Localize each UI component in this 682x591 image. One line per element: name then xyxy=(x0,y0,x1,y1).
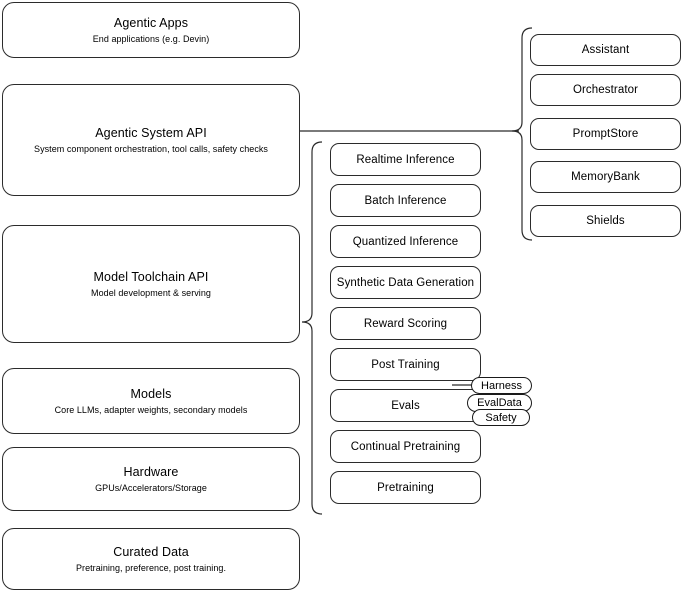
layer-agentic-apps[interactable]: Agentic Apps End applications (e.g. Devi… xyxy=(2,2,300,58)
layer-title: Agentic Apps xyxy=(113,15,189,30)
layer-subtitle: System component orchestration, tool cal… xyxy=(34,143,268,154)
system-components-bracket xyxy=(511,27,533,241)
layer-agentic-system-api[interactable]: Agentic System API System component orch… xyxy=(2,84,300,196)
layer-title: Curated Data xyxy=(113,544,189,559)
component-assistant[interactable]: Assistant xyxy=(530,34,681,66)
capability-realtime-inference[interactable]: Realtime Inference xyxy=(330,143,481,176)
component-promptstore[interactable]: PromptStore xyxy=(530,118,681,150)
layer-subtitle: GPUs/Accelerators/Storage xyxy=(95,482,207,493)
capability-evals[interactable]: Evals xyxy=(330,389,481,422)
toolchain-bracket xyxy=(301,141,323,515)
capability-pretraining[interactable]: Pretraining xyxy=(330,471,481,504)
pill-harness[interactable]: Harness xyxy=(471,377,532,394)
layer-title: Model Toolchain API xyxy=(93,269,209,284)
component-shields[interactable]: Shields xyxy=(530,205,681,237)
component-orchestrator[interactable]: Orchestrator xyxy=(530,74,681,106)
layer-subtitle: Pretraining, preference, post training. xyxy=(75,562,227,573)
capability-batch-inference[interactable]: Batch Inference xyxy=(330,184,481,217)
layer-models[interactable]: Models Core LLMs, adapter weights, secon… xyxy=(2,368,300,434)
capability-post-training[interactable]: Post Training xyxy=(330,348,481,381)
pill-safety[interactable]: Safety xyxy=(472,409,530,426)
capability-quantized-inference[interactable]: Quantized Inference xyxy=(330,225,481,258)
capability-synthetic-data-generation[interactable]: Synthetic Data Generation xyxy=(330,266,481,299)
layer-model-toolchain-api[interactable]: Model Toolchain API Model development & … xyxy=(2,225,300,343)
component-memorybank[interactable]: MemoryBank xyxy=(530,161,681,193)
layer-title: Models xyxy=(130,386,172,401)
layer-curated-data[interactable]: Curated Data Pretraining, preference, po… xyxy=(2,528,300,590)
layer-subtitle: End applications (e.g. Devin) xyxy=(92,33,210,44)
layer-subtitle: Core LLMs, adapter weights, secondary mo… xyxy=(54,404,248,415)
capability-continual-pretraining[interactable]: Continual Pretraining xyxy=(330,430,481,463)
capability-reward-scoring[interactable]: Reward Scoring xyxy=(330,307,481,340)
layer-title: Hardware xyxy=(123,464,179,479)
layer-hardware[interactable]: Hardware GPUs/Accelerators/Storage xyxy=(2,447,300,511)
layer-title: Agentic System API xyxy=(95,125,207,140)
layer-subtitle: Model development & serving xyxy=(91,287,211,298)
